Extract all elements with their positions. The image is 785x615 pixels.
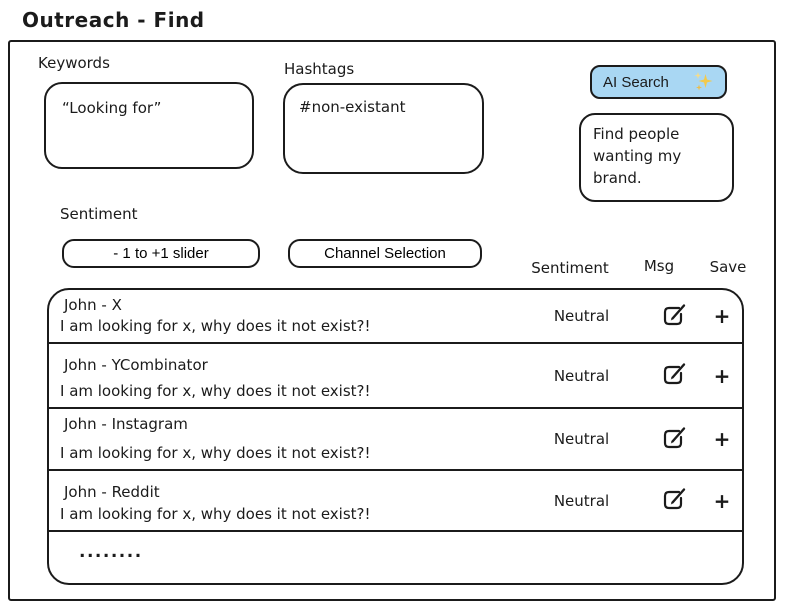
main-panel: Keywords “Looking for” Hashtags #non-exi…	[8, 40, 776, 601]
channel-selection-button[interactable]: Channel Selection	[288, 239, 482, 268]
row-message: I am looking for x, why does it not exis…	[60, 317, 371, 335]
result-row: John - Instagram I am looking for x, why…	[49, 409, 742, 471]
results-header-msg: Msg	[643, 257, 675, 275]
hashtags-label: Hashtags	[284, 60, 355, 78]
row-name: John - Instagram	[64, 415, 188, 433]
row-name: John - YCombinator	[64, 356, 208, 374]
row-message: I am looking for x, why does it not exis…	[60, 444, 371, 462]
hashtags-input[interactable]: #non-existant	[283, 83, 484, 174]
row-sentiment: Neutral	[553, 491, 610, 510]
save-button[interactable]: +	[707, 361, 737, 391]
row-name: John - Reddit	[64, 483, 160, 501]
more-rows-indicator: ........	[79, 542, 143, 562]
row-sentiment: Neutral	[553, 366, 610, 385]
ai-prompt-input[interactable]: Find people wanting my brand.	[579, 113, 734, 202]
keywords-input[interactable]: “Looking for”	[44, 82, 254, 169]
ai-search-button-label: AI Search	[603, 73, 669, 91]
edit-message-button[interactable]	[657, 422, 691, 456]
more-rows-row: ........	[49, 532, 742, 583]
results-header-sentiment: Sentiment	[531, 259, 609, 277]
results-header-save: Save	[709, 258, 747, 276]
sparkles-icon	[691, 70, 715, 94]
save-button[interactable]: +	[707, 424, 737, 454]
save-button[interactable]: +	[707, 301, 737, 331]
results-list: John - X I am looking for x, why does it…	[47, 288, 744, 585]
row-name: John - X	[64, 296, 122, 314]
result-row: John - X I am looking for x, why does it…	[49, 290, 742, 344]
edit-message-button[interactable]	[657, 359, 691, 393]
edit-message-button[interactable]	[657, 484, 691, 518]
row-message: I am looking for x, why does it not exis…	[60, 505, 371, 523]
result-row: John - Reddit I am looking for x, why do…	[49, 471, 742, 532]
page-title: Outreach - Find	[22, 8, 205, 32]
edit-message-button[interactable]	[657, 299, 691, 333]
row-sentiment: Neutral	[553, 307, 610, 325]
ai-search-button[interactable]: AI Search	[590, 65, 727, 99]
row-message: I am looking for x, why does it not exis…	[60, 382, 371, 400]
result-row: John - YCombinator I am looking for x, w…	[49, 344, 742, 409]
edit-icon	[660, 485, 688, 516]
keywords-label: Keywords	[38, 54, 110, 72]
edit-icon	[660, 424, 688, 455]
row-sentiment: Neutral	[553, 430, 610, 448]
sentiment-label: Sentiment	[60, 205, 138, 223]
sentiment-slider-button[interactable]: - 1 to +1 slider	[62, 239, 260, 268]
edit-icon	[660, 301, 688, 332]
save-button[interactable]: +	[707, 486, 737, 516]
edit-icon	[660, 360, 688, 391]
